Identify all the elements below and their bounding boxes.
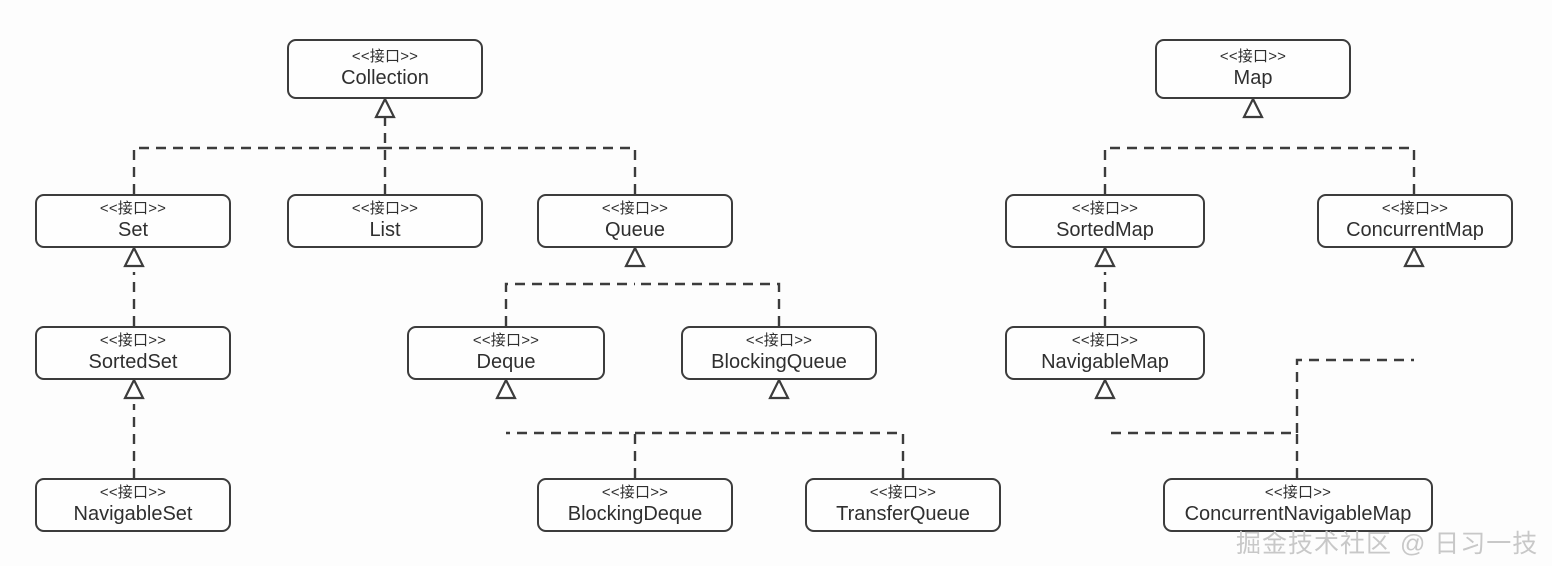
uml-stereotype: <<接口>>	[99, 331, 167, 349]
uml-stereotype: <<接口>>	[1071, 199, 1139, 217]
uml-node-label: BlockingQueue	[711, 350, 847, 373]
realization-arrowhead-navigablemap	[1094, 377, 1116, 400]
uml-stereotype: <<接口>>	[472, 331, 540, 349]
edge-deque-to-queue	[504, 282, 635, 326]
uml-stereotype: <<接口>>	[99, 483, 167, 501]
uml-stereotype: <<接口>>	[351, 47, 419, 65]
uml-node-collection[interactable]: <<接口>>Collection	[287, 39, 483, 99]
uml-node-label: ConcurrentNavigableMap	[1184, 502, 1412, 525]
edge-queue-to-collection	[385, 146, 637, 194]
uml-node-sortedmap[interactable]: <<接口>>SortedMap	[1005, 194, 1205, 248]
edge-concurrentnavigablemap-to-concurrentmap	[1295, 358, 1414, 433]
uml-stereotype: <<接口>>	[1219, 47, 1287, 65]
uml-stereotype: <<接口>>	[351, 199, 419, 217]
uml-node-blockingdeque[interactable]: <<接口>>BlockingDeque	[537, 478, 733, 532]
uml-node-sortedset[interactable]: <<接口>>SortedSet	[35, 326, 231, 380]
realization-arrowhead-sortedmap	[1094, 245, 1116, 268]
uml-node-set[interactable]: <<接口>>Set	[35, 194, 231, 248]
realization-arrowhead-collection	[374, 96, 396, 119]
uml-node-blockingqueue[interactable]: <<接口>>BlockingQueue	[681, 326, 877, 380]
uml-node-concurrentmap[interactable]: <<接口>>ConcurrentMap	[1317, 194, 1513, 248]
uml-node-concurrentnavigablemap[interactable]: <<接口>>ConcurrentNavigableMap	[1163, 478, 1433, 532]
watermark: 掘金技术社区 @ 日习一技	[1236, 530, 1539, 558]
uml-node-label: NavigableSet	[73, 502, 193, 525]
edge-blockingqueue-to-queue	[635, 282, 781, 326]
uml-stereotype: <<接口>>	[1381, 199, 1449, 217]
uml-node-map[interactable]: <<接口>>Map	[1155, 39, 1351, 99]
realization-arrowhead-concurrentmap	[1403, 245, 1425, 268]
uml-node-transferqueue[interactable]: <<接口>>TransferQueue	[805, 478, 1001, 532]
edge-concurrentnavigablemap-to-navigablemap	[1105, 431, 1299, 478]
uml-node-label: TransferQueue	[836, 502, 970, 525]
uml-stereotype: <<接口>>	[601, 483, 669, 501]
uml-node-label: Queue	[604, 218, 666, 241]
realization-arrowhead-set	[123, 245, 145, 268]
uml-node-label: Set	[117, 218, 149, 241]
uml-stereotype: <<接口>>	[745, 331, 813, 349]
uml-node-list[interactable]: <<接口>>List	[287, 194, 483, 248]
edge-concurrentmap-to-map	[1253, 146, 1416, 194]
uml-node-navigableset[interactable]: <<接口>>NavigableSet	[35, 478, 231, 532]
uml-node-label: SortedMap	[1056, 218, 1154, 241]
realization-arrowhead-deque	[495, 377, 517, 400]
uml-stereotype: <<接口>>	[1071, 331, 1139, 349]
uml-node-navigablemap[interactable]: <<接口>>NavigableMap	[1005, 326, 1205, 380]
uml-stereotype: <<接口>>	[601, 199, 669, 217]
realization-arrowhead-map	[1242, 96, 1264, 119]
edge-transferqueue-to-blockingqueue	[779, 431, 905, 478]
uml-node-label: Map	[1233, 66, 1273, 89]
realization-arrowhead-blockingqueue	[768, 377, 790, 400]
uml-node-queue[interactable]: <<接口>>Queue	[537, 194, 733, 248]
realization-arrowhead-queue	[624, 245, 646, 268]
uml-node-deque[interactable]: <<接口>>Deque	[407, 326, 605, 380]
uml-node-label: NavigableMap	[1041, 350, 1169, 373]
uml-stereotype: <<接口>>	[869, 483, 937, 501]
edge-set-to-collection	[132, 146, 385, 194]
uml-node-label: SortedSet	[88, 350, 178, 373]
uml-node-label: Deque	[476, 350, 536, 373]
edge-sortedmap-to-map	[1103, 146, 1253, 194]
realization-arrowhead-sortedset	[123, 377, 145, 400]
uml-node-label: ConcurrentMap	[1346, 218, 1484, 241]
uml-stereotype: <<接口>>	[99, 199, 167, 217]
uml-node-label: Collection	[341, 66, 429, 89]
edge-blockingdeque-to-deque	[506, 431, 637, 478]
uml-stereotype: <<接口>>	[1264, 483, 1332, 501]
uml-node-label: BlockingDeque	[567, 502, 703, 525]
uml-node-label: List	[369, 218, 401, 241]
